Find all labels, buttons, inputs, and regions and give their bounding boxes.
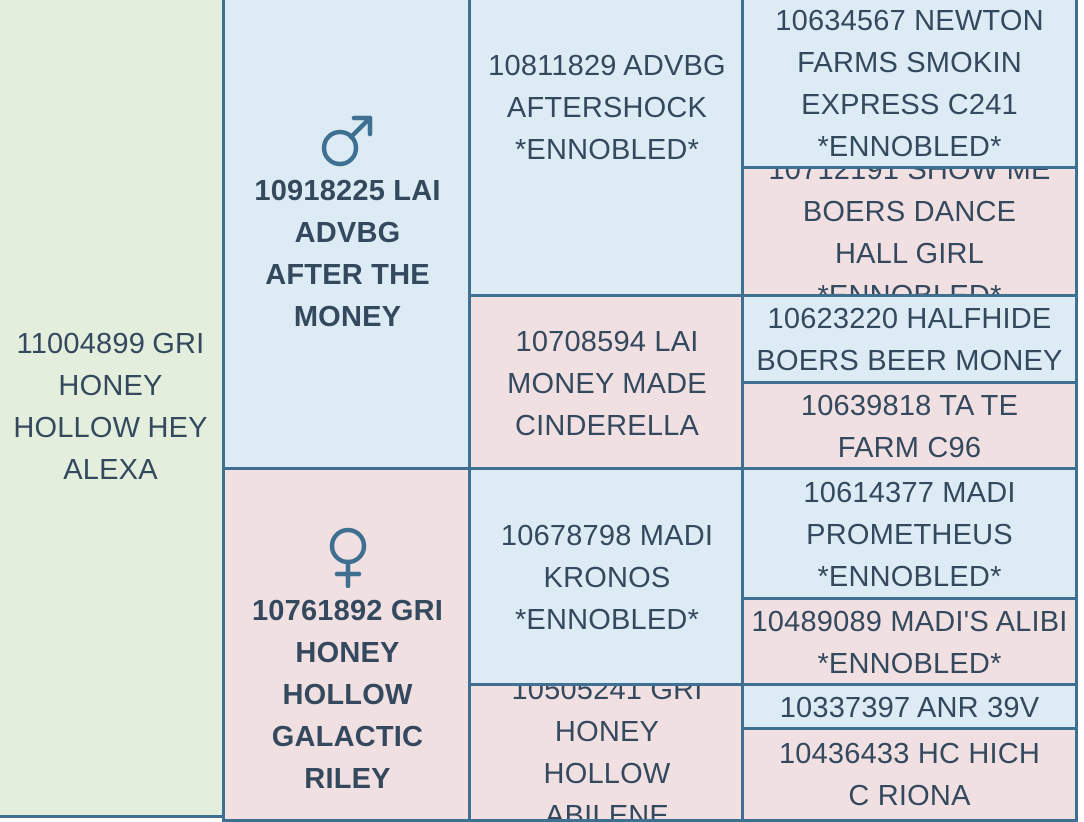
great-grandparent-cell[interactable]: 10436433 HC HICH C RIONA [741,727,1078,822]
grandsire-paternal-name: 10811829 ADVBG AFTERSHOCK *ENNOBLED* [488,49,726,166]
granddam-maternal-name: 10505241 GRI HONEY HOLLOW ABILENE [511,683,703,822]
subject-animal-name: 11004899 GRI HONEY HOLLOW HEY ALEXA [13,328,208,486]
granddam-paternal-cell[interactable]: 10708594 LAI MONEY MADE CINDERELLA [468,294,746,473]
great-grandparent-name: 10337397 ANR 39V [779,692,1040,724]
grandsire-maternal-cell[interactable]: 10678798 MADI KRONOS *ENNOBLED* [468,467,746,688]
dam-cell[interactable]: 10761892 GRI HONEY HOLLOW GALACTIC RILEY [222,467,473,822]
dam-name: 10761892 GRI HONEY HOLLOW GALACTIC RILEY [251,594,444,795]
great-grandparent-name: 10639818 TA TE FARM C96 [800,390,1019,464]
great-grandparent-name: 10614377 MADI PROMETHEUS *ENNOBLED* [803,477,1016,593]
great-grandparent-cell[interactable]: 10614377 MADI PROMETHEUS *ENNOBLED* [741,467,1078,603]
male-symbol-icon [320,112,376,168]
great-grandparent-cell[interactable]: 10639818 TA TE FARM C96 [741,381,1078,473]
sire-name: 10918225 LAI ADVBG AFTER THE MONEY [254,174,441,333]
great-grandparent-cell[interactable]: 10623220 HALFHIDE BOERS BEER MONEY [741,294,1078,386]
great-grandparent-name: 10489089 MADI'S ALIBI *ENNOBLED* [751,606,1068,680]
sire-cell[interactable]: 10918225 LAI ADVBG AFTER THE MONEY [222,0,473,473]
great-grandparent-name: 10712191 SHOW ME BOERS DANCE HALL GIRL *… [768,166,1051,299]
great-grandparent-cell[interactable]: 10712191 SHOW ME BOERS DANCE HALL GIRL *… [741,166,1078,299]
female-symbol-icon [326,526,370,588]
granddam-paternal-name: 10708594 LAI MONEY MADE CINDERELLA [507,325,707,442]
great-grandparent-name: 10623220 HALFHIDE BOERS BEER MONEY [756,303,1063,377]
subject-animal-cell[interactable]: 11004899 GRI HONEY HOLLOW HEY ALEXA [0,0,225,818]
great-grandparent-cell[interactable]: 10337397 ANR 39V [741,683,1078,733]
great-grandparent-cell[interactable]: 10489089 MADI'S ALIBI *ENNOBLED* [741,597,1078,689]
great-grandparent-cell[interactable]: 10634567 NEWTON FARMS SMOKIN EXPRESS C24… [741,0,1078,171]
grandsire-maternal-name: 10678798 MADI KRONOS *ENNOBLED* [500,519,714,636]
granddam-maternal-cell[interactable]: 10505241 GRI HONEY HOLLOW ABILENE [468,683,746,822]
great-grandparent-name: 10436433 HC HICH C RIONA [778,737,1041,812]
grandsire-paternal-cell[interactable]: 10811829 ADVBG AFTERSHOCK *ENNOBLED* [468,0,746,299]
great-grandparent-name: 10634567 NEWTON FARMS SMOKIN EXPRESS C24… [775,4,1044,163]
